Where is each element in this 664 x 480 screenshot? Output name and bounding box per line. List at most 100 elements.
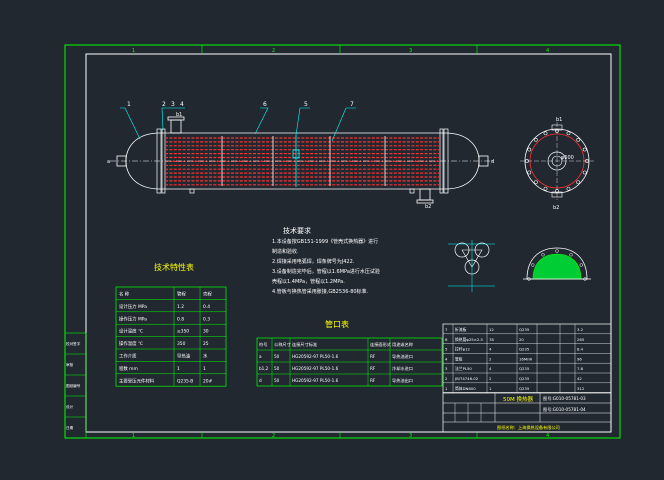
nozzle-b1-mark: b1 <box>176 112 182 118</box>
tech-table-cell: 1 <box>177 366 180 372</box>
bom-cell: 折流板 <box>455 327 467 332</box>
tech-table-header: 壳程 <box>203 291 212 298</box>
bom-cell: 7 <box>445 327 448 332</box>
tech-table-cell: ≥350 <box>177 329 189 335</box>
bom-cell: 2 <box>489 356 492 361</box>
bom-cell: 16MnR <box>519 356 533 361</box>
nozzle-table-cell: HG20592-97 PL50-1.6 <box>292 378 339 383</box>
bom-cell: 法兰PL50 <box>455 366 472 371</box>
zone-bottom-3: 3 <box>409 433 412 439</box>
left-strip-cell: 校对签字 <box>66 341 81 346</box>
bom-cell: JB/T4746-02 <box>454 376 479 381</box>
equipment-name: 50M 换热器 <box>503 395 533 403</box>
callout-3: 3 <box>171 101 175 108</box>
tech-table-cell: 30 <box>203 329 209 335</box>
nozzle-table-cell: a <box>259 354 262 359</box>
tube-pitch-detail <box>448 240 495 292</box>
bom-cell: 6 <box>445 337 448 342</box>
nozzle-table-cell: d <box>259 378 262 383</box>
zone-bottom-4: 4 <box>546 433 549 439</box>
nozzle-table-cell: 导热油出口 <box>392 377 413 384</box>
bom-cell: 筒体DN600 <box>455 386 476 391</box>
bom-cell: 42 <box>577 376 582 381</box>
zone-bottom-1: 1 <box>132 433 135 439</box>
nozzle-table-cell: 冷却水进口 <box>392 365 413 372</box>
nozzle-table-cell: 50 <box>274 378 280 383</box>
nozzle-table-cell: 50 <box>274 366 280 371</box>
inner-frame <box>85 53 612 433</box>
callout-1: 1 <box>127 101 131 108</box>
tech-table-cell: 主要受压元件材料 <box>119 377 155 384</box>
bom-cell: 2 <box>489 376 492 381</box>
nozzle-table-title: 管口表 <box>325 319 349 329</box>
bom-cell: 312 <box>577 386 585 391</box>
tech-table-cell: 操作压力 MPa <box>119 315 147 322</box>
nozzle-table-header: 连接面形式 <box>370 341 392 348</box>
tech-requirement-line: 3.设备制造完毕后，管程以1.6MPa进行水压试验 <box>272 268 380 275</box>
drawing-number-1: 图号:G010-05781-03 <box>543 396 586 402</box>
bom-cell: 1 <box>489 386 492 391</box>
callout-5: 5 <box>304 101 308 108</box>
callout-2: 2 <box>162 101 166 108</box>
title-block <box>442 392 612 433</box>
bom-cell: Q235 <box>519 347 530 352</box>
bom-cell: 1 <box>445 386 448 391</box>
nozzle-table-cell: 导热油进口 <box>392 353 413 360</box>
nozzle-table-cell: RF <box>370 378 376 383</box>
tech-table-cell: 程数 mm <box>119 365 138 372</box>
tech-requirements: 1.本设备按GB151-1999《管壳式换热器》进行 制造和验收.2.焊接采用电… <box>272 238 380 295</box>
nozzle-table-header: 用途或名称 <box>392 341 413 348</box>
tech-table-cell: 导热油 <box>177 353 191 360</box>
bom-cell: 4 <box>489 366 492 371</box>
company-name: 图纸名称：上海换热设备有限公司 <box>497 424 560 431</box>
tech-requirements-title: 技术要求 <box>283 226 311 235</box>
exchanger-elevation <box>110 107 495 204</box>
bom-cell: 265 <box>577 337 585 342</box>
bom-cell: 8.4 <box>577 347 584 352</box>
tech-table-cell: 1.2 <box>177 304 184 310</box>
tech-requirement-line: 1.本设备按GB151-1999《管壳式换热器》进行 <box>272 238 378 245</box>
nozzle-table-header: 连接尺寸标准 <box>292 341 317 348</box>
left-strip-cell: 日期 <box>66 425 74 430</box>
zone-top-3: 3 <box>409 48 412 54</box>
bom-cell: 拉杆φ12 <box>455 347 471 352</box>
tech-requirement-line: 制造和验收. <box>272 248 299 255</box>
tech-table-cell: 25 <box>203 341 209 347</box>
bom-cell: 管板 <box>455 356 463 361</box>
left-strip-cell: 图纸编号 <box>66 383 81 388</box>
bom-cell: 换热管φ25×2.5 <box>455 337 484 342</box>
end-view-center-mark: φ600 <box>561 155 574 161</box>
zone-top-4: 4 <box>546 48 549 54</box>
bom-cell: Q235 <box>519 366 530 371</box>
tech-table-cell: 工作介质 <box>119 353 137 360</box>
bom-cell: 12 <box>489 327 494 332</box>
nozzle-table-cell: RF <box>370 366 376 371</box>
tech-table-cell: 0.4 <box>203 304 210 310</box>
bom-cell: 2 <box>445 376 448 381</box>
nozzle-table-cell: HG20592-97 PL50-1.6 <box>292 366 339 371</box>
bom-cell: Q235 <box>519 376 530 381</box>
end-view-bottom-mark: b2 <box>553 205 559 211</box>
tech-table-cell: 0.3 <box>203 316 210 322</box>
nozzle-table-cell: RF <box>370 354 376 359</box>
tech-table-cell: 操作温度 ℃ <box>119 340 143 347</box>
zone-top-2: 2 <box>272 48 275 54</box>
drawing-number-2: 图号:G010-05781-04 <box>543 407 586 413</box>
tech-table-header: 管程 <box>177 291 186 298</box>
tech-table-cell: 设计压力 MPa <box>119 303 147 310</box>
tech-table-cell: 1 <box>203 366 206 372</box>
callout-7: 7 <box>350 101 354 108</box>
nozzle-table-cell: HG20592-97 PL50-1.6 <box>292 354 339 359</box>
nozzle-table-header: 公称尺寸 <box>274 341 291 348</box>
nozzle-table-header: 符号 <box>259 341 267 348</box>
half-section-detail <box>523 247 591 281</box>
tech-requirement-line: 4.管板与换热管采用胀接,GB2536-80标准. <box>272 288 369 295</box>
tech-table-cell: 设计温度 ℃ <box>119 328 143 335</box>
tech-table-cell: 水 <box>203 353 208 360</box>
nozzle-table-cell: 50 <box>274 354 280 359</box>
bom-cell: 5 <box>445 347 448 352</box>
